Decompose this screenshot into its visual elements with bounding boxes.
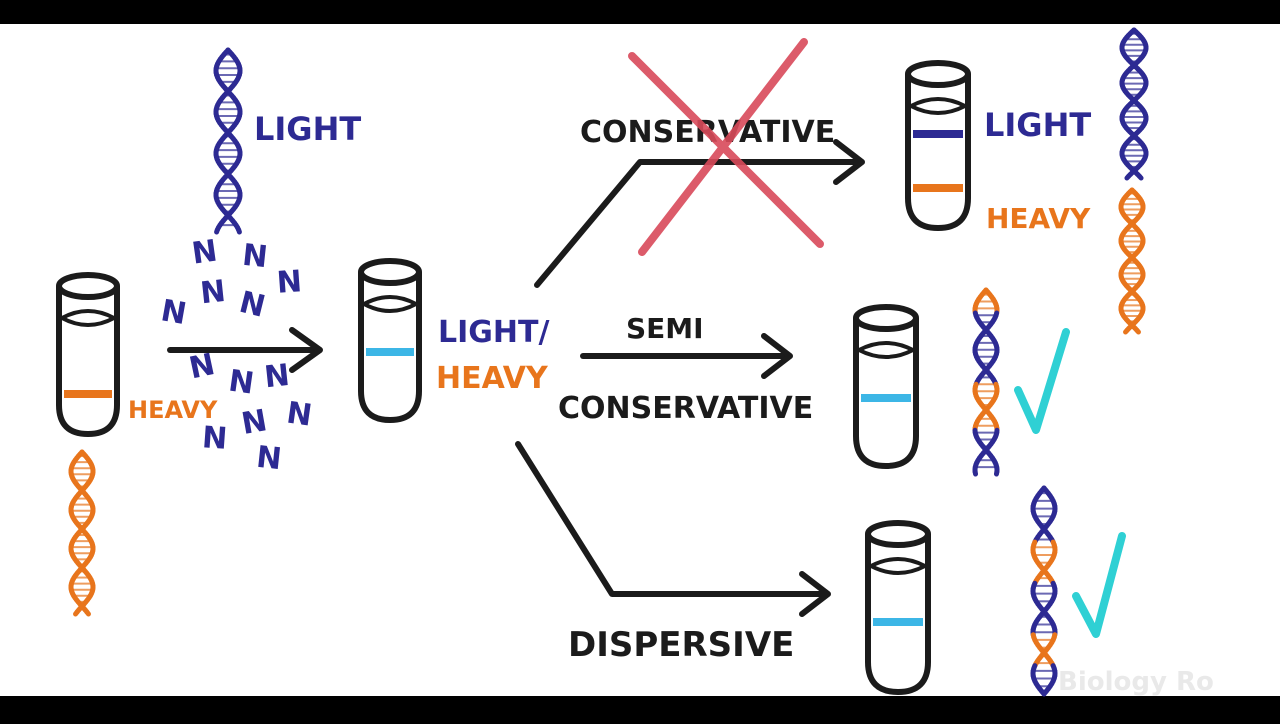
label-dispersive: DISPERSIVE [568, 625, 794, 665]
nitrogen-letter: N [276, 264, 303, 301]
nitrogen-letter: N [241, 238, 270, 275]
label-heavy-parent: HEAVY [128, 396, 218, 424]
test-tube-icon [868, 523, 928, 692]
nitrogen-letter: N [190, 234, 220, 272]
test-tube-icon [856, 307, 916, 466]
nitrogen-letter: N [284, 396, 314, 434]
helix-strand [1042, 691, 1044, 694]
tube-body [361, 272, 419, 420]
nitrogen-letter: N [255, 440, 284, 477]
test-tube-icon [908, 63, 968, 228]
watermark: Biology Ro [1058, 667, 1214, 697]
test-tube-icon [59, 275, 117, 434]
tube-rim [856, 307, 916, 329]
tube-body [856, 318, 916, 466]
helix-strand [217, 230, 218, 232]
nitrogen-letter: N [201, 420, 228, 457]
nitrogen-letter: N [263, 358, 292, 395]
nitrogen-letter: N [199, 274, 228, 311]
label-hybrid-heavy: HEAVY [436, 361, 549, 396]
helix-strand [1139, 176, 1141, 178]
tube-rim [361, 261, 419, 283]
label-semi: SEMI [626, 312, 704, 345]
label-result-light: LIGHT [984, 106, 1091, 144]
label-light-top: LIGHT [254, 110, 361, 148]
label-semi-conservative: CONSERVATIVE [558, 391, 813, 426]
tube-rim [908, 63, 968, 85]
tube-rim [868, 523, 928, 545]
label-result-heavy: HEAVY [986, 202, 1091, 235]
helix-strand [1127, 176, 1129, 178]
helix-strand [87, 612, 89, 614]
test-tube-icon [361, 261, 419, 420]
tube-body [59, 286, 117, 434]
helix-strand [76, 612, 78, 614]
tube-rim [59, 275, 117, 297]
helix-strand [1126, 330, 1128, 332]
helix-strand [239, 230, 240, 232]
label-hybrid-light: LIGHT/ [438, 315, 549, 350]
nitrogen-letter: N [226, 364, 256, 402]
helix-strand [1137, 330, 1139, 332]
